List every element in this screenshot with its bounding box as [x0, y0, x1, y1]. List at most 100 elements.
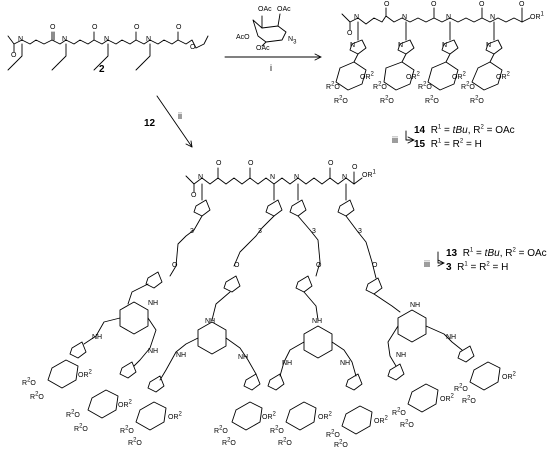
step-i-label: i [270, 63, 272, 73]
azide-n3-label: N3 [288, 36, 297, 46]
compound-number-2: 2 [99, 64, 105, 75]
atom-r2o: R2O [418, 81, 432, 91]
atom-r2o: R2O [461, 81, 475, 91]
definition-14: 14 R1 = tBu, R2 = OAc [414, 124, 515, 136]
atom-n: N [446, 14, 452, 21]
atom-or2: OR2 [262, 411, 276, 421]
atom-r2o: R2O [326, 429, 340, 439]
azide-oac-label-3: OAc [256, 45, 270, 52]
atom-n: N [350, 42, 356, 49]
azide-oac-label-1: OAc [258, 6, 272, 13]
atom-r2o: R2O [278, 437, 292, 447]
atom-o: O [134, 24, 140, 31]
atom-or1: OR1 [362, 169, 376, 179]
atom-o: O [479, 1, 485, 8]
atom-o: O [248, 160, 254, 167]
atom-nh: NH [238, 354, 249, 361]
atom-nh: NH [340, 360, 351, 367]
atom-o: O [372, 262, 378, 269]
atom-n: N [398, 42, 404, 49]
atom-o: O [431, 1, 437, 8]
atom-o: O [352, 164, 358, 171]
atom-n: N [146, 36, 152, 43]
atom-o: O [176, 24, 182, 31]
definition-15: 15 R1 = R2 = H [414, 138, 482, 150]
atom-r2o: R2O [120, 425, 134, 435]
atom-or2: OR2 [374, 415, 388, 425]
atom-n: N [18, 36, 24, 43]
atom-r2o: R2O [74, 423, 88, 433]
atom-or2: OR2 [452, 71, 466, 81]
atom-o: O [11, 52, 17, 59]
atom-n: N [198, 174, 204, 181]
atom-r2o: R2O [373, 81, 387, 91]
atom-nh: NH [446, 334, 457, 341]
atom-o: O [234, 262, 240, 269]
atom-nh: NH [312, 318, 323, 325]
compound-number-12: 12 [144, 118, 156, 129]
atom-o: O [316, 262, 322, 269]
atom-or2: OR2 [78, 369, 92, 379]
atom-or2: OR2 [440, 393, 454, 403]
atom-three: 3 [190, 228, 194, 235]
azide-aco-label: AcO [236, 34, 250, 41]
atom-r2o: R2O [334, 439, 348, 449]
atom-n: N [62, 36, 68, 43]
reaction-arrows [156, 53, 445, 267]
atom-or2: OR2 [318, 411, 332, 421]
atom-r2o: R2O [270, 425, 284, 435]
atom-r2o: R2O [326, 81, 340, 91]
step-ii-label: ii [178, 111, 182, 121]
atom-nh: NH [92, 334, 103, 341]
atom-or2: OR2 [118, 399, 132, 409]
atom-n: N [354, 14, 360, 21]
atom-three: 3 [258, 228, 262, 235]
atom-r2o: R2O [222, 437, 236, 447]
atom-o: O [191, 192, 197, 199]
atom-three: 3 [312, 228, 316, 235]
atom-r2o: R2O [128, 437, 142, 447]
atom-or1: OR1 [530, 11, 544, 21]
step-iii-top-label: iii [392, 135, 398, 145]
atom-n: N [402, 14, 408, 21]
atom-or2: OR2 [406, 71, 420, 81]
atom-o: O [519, 1, 525, 8]
bond-lines [7, 7, 531, 435]
atom-r2o: R2O [66, 409, 80, 419]
atom-r2o: R2O [470, 95, 484, 105]
atom-n: N [490, 14, 496, 21]
atom-r2o: R2O [392, 407, 406, 417]
atom-three: 3 [358, 228, 362, 235]
atom-r2o: R2O [380, 95, 394, 105]
atom-nh: NH [282, 360, 293, 367]
atom-n: N [342, 174, 348, 181]
atom-r2o: R2O [462, 395, 476, 405]
atom-nh: NH [148, 300, 159, 307]
azide-oac-label-2: OAc [277, 6, 291, 13]
atom-n: N [270, 174, 276, 181]
atom-r2o: R2O [22, 377, 36, 387]
atom-o: O [172, 262, 178, 269]
atom-or2: OR2 [360, 71, 374, 81]
atom-o: O [50, 24, 56, 31]
step-iii-bottom-label: iii [424, 259, 430, 269]
atom-r2o: R2O [454, 383, 468, 393]
compound-13-skeleton [47, 167, 501, 435]
atom-r2o: R2O [400, 419, 414, 429]
atom-nh: NH [410, 302, 421, 309]
atom-nh: NH [396, 352, 407, 359]
compound-14-skeleton [335, 7, 531, 91]
atom-nh: NH [176, 352, 187, 359]
azide-sugar-skeleton [252, 13, 287, 47]
atom-r2o: R2O [334, 95, 348, 105]
atom-n: N [294, 174, 300, 181]
definition-13: 13 R1 = tBu, R2 = OAc [446, 247, 547, 259]
atom-o: O [190, 44, 196, 51]
atom-n: N [486, 42, 492, 49]
atom-r2o: R2O [214, 425, 228, 435]
atom-o: O [347, 30, 353, 37]
atom-or2: OR2 [502, 371, 516, 381]
atom-or2: OR2 [496, 71, 510, 81]
compound-2-skeleton [7, 31, 209, 71]
atom-nh: NH [148, 348, 159, 355]
